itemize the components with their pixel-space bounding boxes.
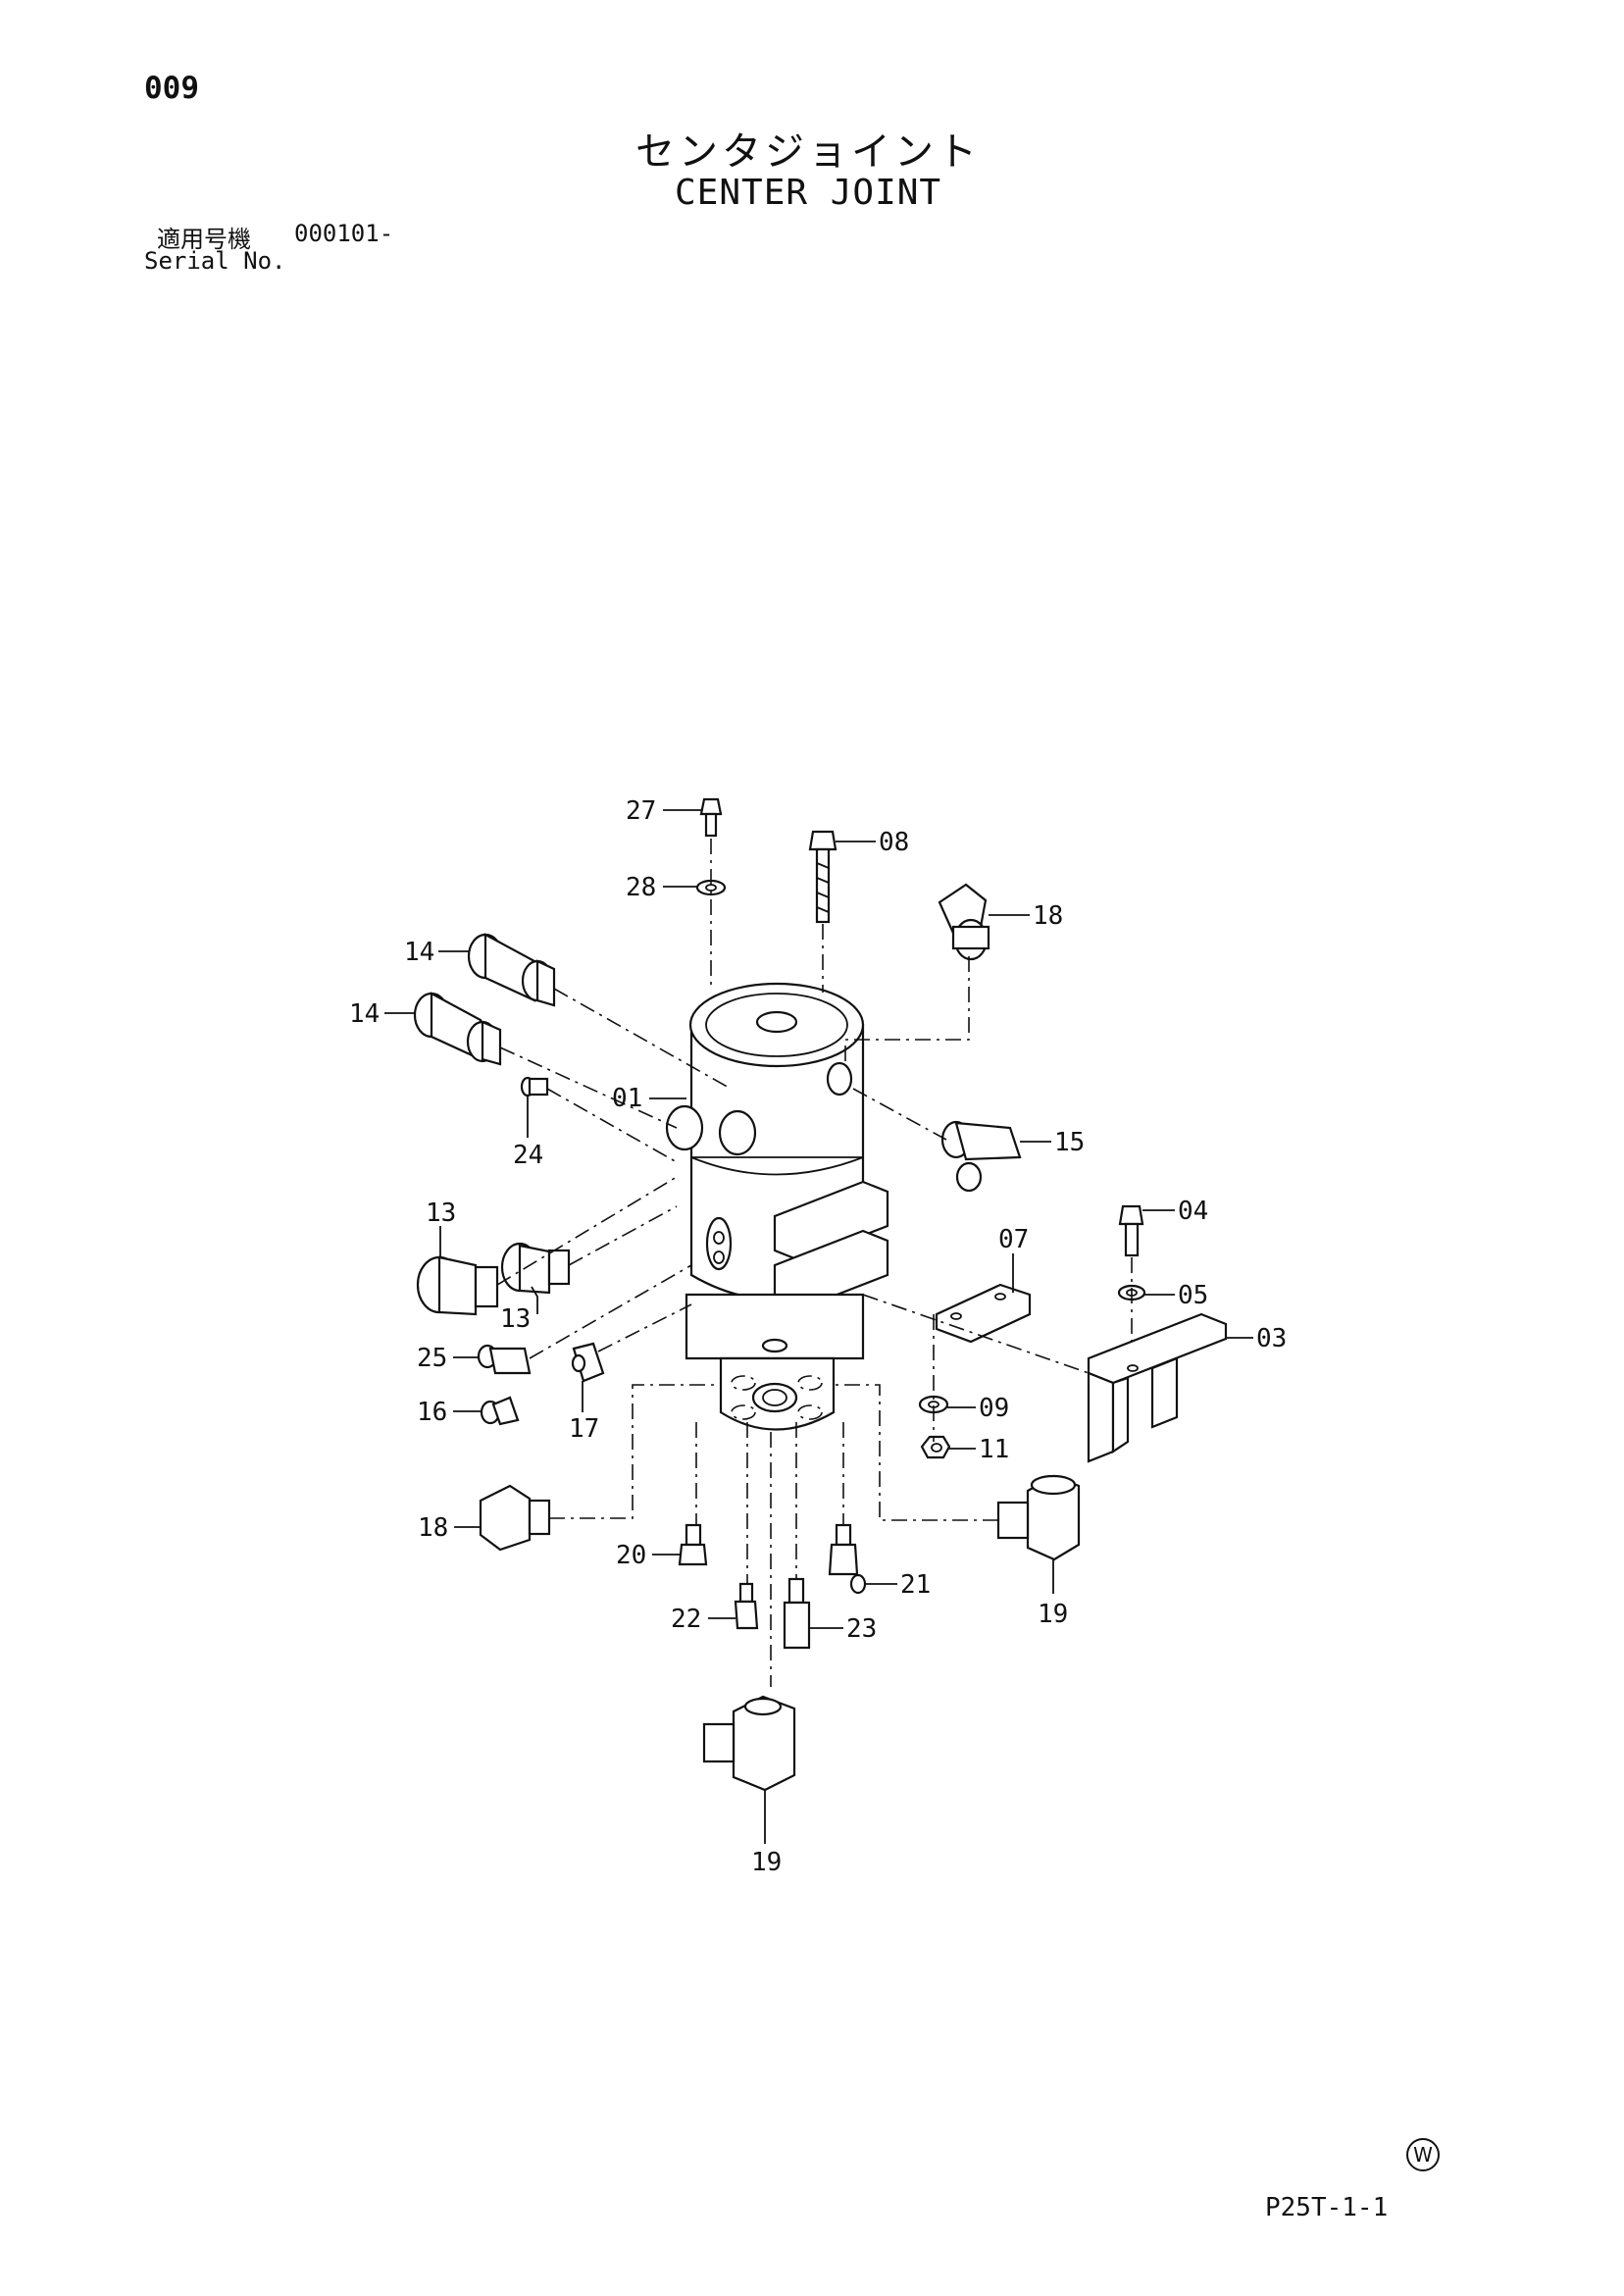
fitting-20 [678,1523,708,1566]
callout-20: 20 [616,1541,646,1570]
leader-lines [384,809,1253,1844]
callout-11: 11 [979,1435,1009,1464]
callout-18-upper: 18 [1033,901,1063,931]
fitting-24 [520,1076,549,1097]
callout-21: 21 [900,1570,931,1600]
callout-14-lower: 14 [349,999,380,1029]
serial-label-japanese: 適用号機 [157,226,251,253]
callout-05: 05 [1178,1281,1208,1310]
nut-11 [920,1435,951,1459]
callout-28: 28 [626,873,656,902]
callout-09: 09 [979,1394,1009,1423]
callout-22: 22 [671,1605,701,1634]
callout-03: 03 [1256,1324,1287,1353]
callout-15: 15 [1054,1128,1085,1157]
callout-24: 24 [513,1141,543,1170]
callout-14-upper: 14 [404,938,434,967]
elbow-13-right [500,1242,571,1295]
callout-16: 16 [417,1398,447,1427]
elbow-18-lower [479,1484,551,1552]
callout-13-lower: 13 [500,1304,531,1334]
bolt-08 [808,830,837,924]
callout-07: 07 [998,1225,1029,1254]
fitting-23 [783,1577,811,1650]
callout-23: 23 [846,1614,877,1644]
fitting-22 [734,1582,759,1630]
bolt-27 [699,797,723,838]
coupling-14-lower [413,992,502,1066]
callout-01: 01 [612,1084,642,1113]
plate-07 [935,1283,1032,1344]
serial-label-english: Serial No. [144,247,286,275]
page-number: 009 [144,71,199,106]
center-joint-body [665,982,889,1431]
title-japanese: センタジョイント [635,129,981,175]
serial-value: 000101- [294,220,394,247]
callout-27: 27 [626,796,656,826]
callout-19-bottom: 19 [751,1848,782,1877]
bracket-03 [1087,1312,1228,1463]
elbow-18-upper [938,883,990,961]
fitting-17 [571,1342,605,1383]
coupling-14-upper [467,933,556,1007]
fitting-21 [828,1523,867,1595]
callout-17: 17 [569,1414,599,1444]
callout-08: 08 [879,828,909,857]
figure-code: P25T-1-1 [1265,2193,1389,2222]
watermark-badge: W [1406,2138,1440,2171]
callout-04: 04 [1178,1197,1208,1226]
elbow-15 [940,1120,1022,1193]
callout-25: 25 [417,1344,447,1373]
fitting-25 [477,1344,532,1375]
title-english: CENTER JOINT [675,173,942,213]
callout-19-right: 19 [1038,1600,1068,1629]
callout-13-upper: 13 [426,1199,456,1228]
elbow-19-right [996,1474,1081,1561]
callout-18-lower: 18 [418,1513,448,1543]
bolt-04 [1118,1204,1144,1257]
fitting-16 [480,1396,520,1426]
elbow-13-left [416,1255,499,1316]
elbow-19-bottom [702,1695,796,1792]
